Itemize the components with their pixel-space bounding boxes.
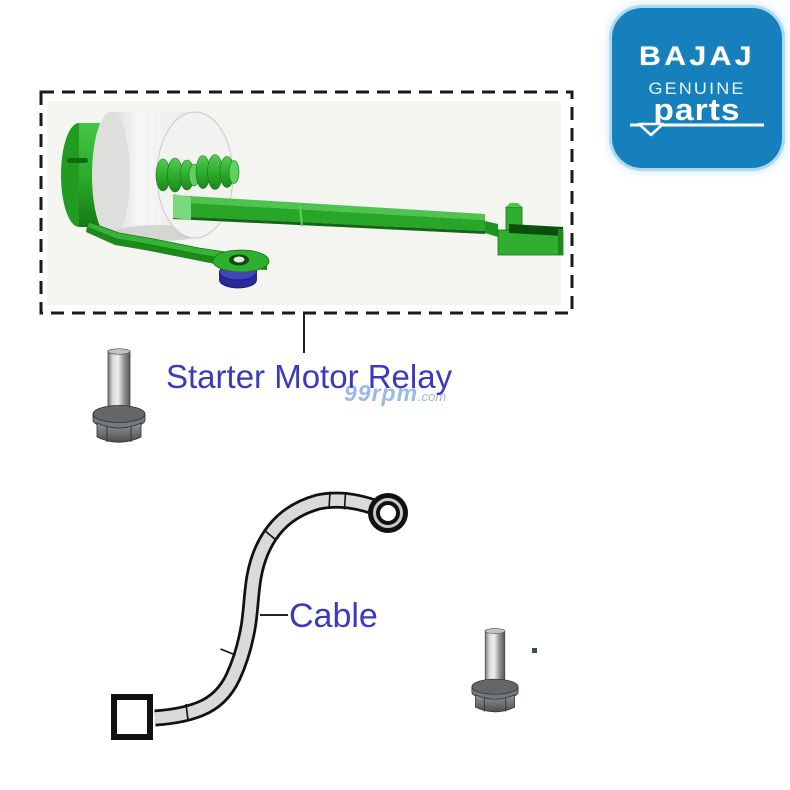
small-dot-mark [532, 648, 537, 653]
logo-genuine-text: GENUINE [648, 79, 746, 98]
relay-label: Starter Motor Relay [166, 358, 453, 395]
dashed-border [39, 90, 574, 315]
relay-terminals [155, 154, 240, 193]
relay-leader-line [303, 313, 305, 353]
logo-brand-text: BAJAJ [639, 41, 755, 71]
cable-label: Cable [289, 597, 378, 635]
cable-illustration [111, 491, 408, 740]
watermark-brand: 99rpm [344, 380, 419, 406]
cable-ring-terminal-icon [368, 493, 408, 533]
starter-motor-relay-illustration [39, 90, 574, 315]
flange-bolt-icon-left [92, 348, 146, 443]
flange-bolt-icon-right [471, 628, 519, 713]
logo-parts-text: parts [653, 92, 741, 127]
logo-underline-chevron-icon [630, 122, 764, 137]
cable-tube [154, 491, 392, 727]
relay-bracket [86, 221, 270, 289]
watermark-99rpm: 99rpm.com [344, 380, 446, 407]
bajaj-genuine-parts-logo: BAJAJ GENUINE parts [612, 8, 782, 168]
cable-connector-square-icon [111, 694, 153, 740]
relay-arm [173, 194, 564, 256]
watermark-tld: .com [418, 389, 447, 404]
